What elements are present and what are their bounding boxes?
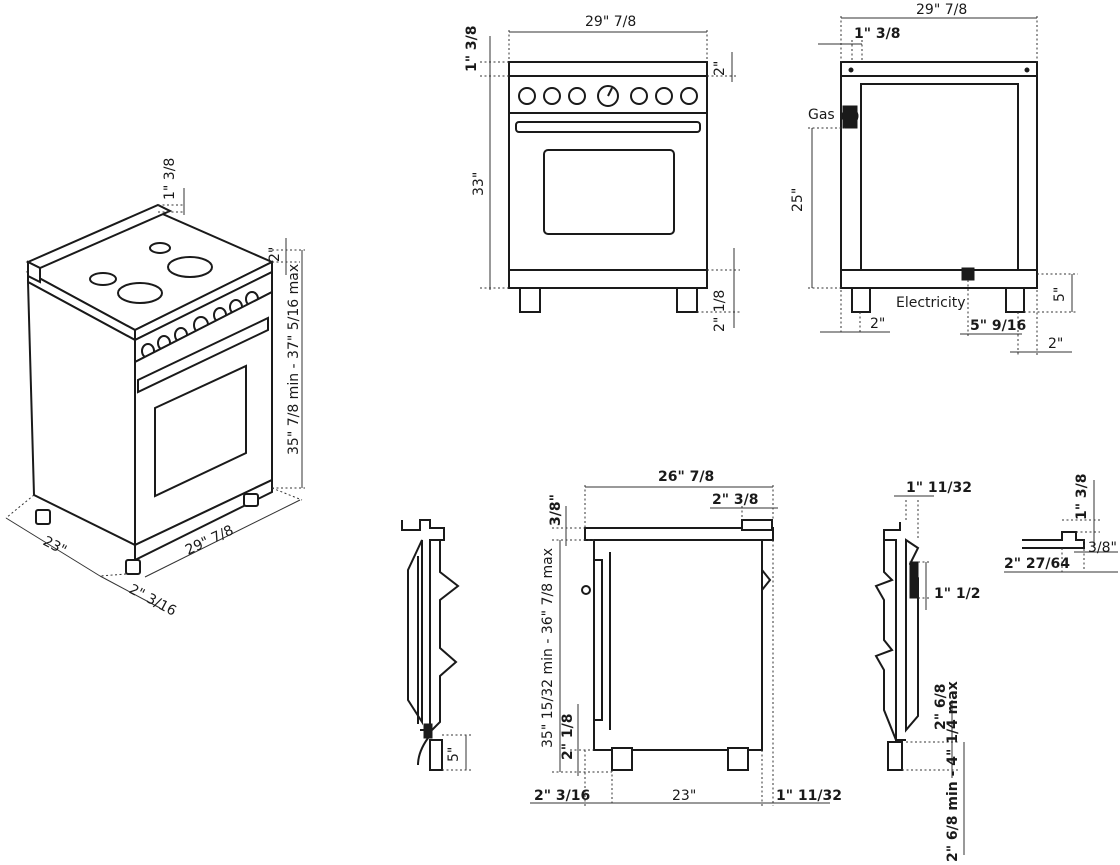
front-width-label: 29" 7/8 — [585, 14, 636, 30]
front-handle — [515, 121, 701, 133]
back-gas-label: Gas — [808, 107, 835, 123]
left-profile-view: 5" — [401, 519, 472, 771]
front-foot — [676, 287, 698, 313]
iso-top-clearance-label: 1" 3/8 — [162, 158, 178, 200]
back-top-label: 1" 3/8 — [854, 26, 901, 42]
rear-connector-icon — [909, 561, 919, 599]
side-base-depth-label: 23" — [672, 788, 696, 804]
rear-leg-label: 2" 6/8 — [933, 683, 949, 730]
back-width-label: 29" 7/8 — [916, 2, 967, 18]
electric-connector-icon — [961, 267, 975, 281]
back-gas-height-label: 25" — [790, 188, 806, 212]
side-view: 26" 7/8 2" 3/8 3/8" 35" 15/32 min - 36" … — [530, 469, 842, 806]
detail-top-label: 1" 3/8 — [1074, 473, 1090, 520]
back-body — [840, 61, 1038, 289]
iso-burner — [117, 282, 163, 304]
back-elec-height-label: 5" — [1052, 287, 1068, 302]
back-left-offset-label: 2" — [870, 316, 885, 332]
rear-profile-view: 1" 11/32 1" 1/2 2" 6/8 2" 6/8 min - 4" 1… — [874, 480, 981, 862]
iso-foot-label: 2" 3/16 — [126, 581, 179, 619]
isometric-view: 1" 3/8 2" 35" 7/8 min - 37" 5/16 max 23"… — [5, 158, 305, 620]
back-electricity-label: Electricity — [896, 295, 966, 311]
left-elec-height-label: 5" — [446, 747, 462, 762]
rear-leg-range-label: 2" 6/8 min - 4" 1/4 max — [945, 681, 961, 862]
rear-leg — [887, 741, 903, 771]
side-front-label: 2" 3/16 — [534, 788, 590, 804]
detail-depth-label: 2" 27/64 — [1004, 556, 1070, 572]
front-knobs — [518, 85, 698, 107]
front-oven-window — [543, 149, 675, 235]
back-foot — [851, 287, 871, 313]
back-right-offset-label: 2" — [1048, 336, 1063, 352]
side-body — [593, 539, 763, 751]
iso-burner — [149, 242, 171, 254]
iso-height-label: 35" 7/8 min - 37" 5/16 max — [286, 264, 302, 455]
detail-side-label: 3/8" — [1088, 540, 1117, 556]
iso-depth-label: 23" — [40, 533, 69, 559]
front-backguard-label: 2" — [712, 61, 728, 76]
side-height-label: 35" 15/32 min - 36" 7/8 max — [540, 548, 556, 748]
iso-burner — [89, 272, 117, 286]
side-foot — [727, 747, 749, 771]
iso-oven-window — [154, 364, 247, 498]
front-foot-label: 2" 1/8 — [712, 290, 728, 332]
side-foot — [611, 747, 633, 771]
back-foot — [1005, 287, 1025, 313]
side-foot-label: 2" 1/8 — [560, 713, 576, 760]
backguard-detail-view: 1" 3/8 3/8" 2" 27/64 — [1004, 473, 1118, 575]
front-view: 29" 7/8 1" 3/8 2" 33" 2" 1/8 — [464, 14, 740, 332]
side-depth-label: 26" 7/8 — [658, 469, 714, 485]
front-height-label: 33" — [471, 172, 487, 196]
iso-backguard-label: 2" — [267, 247, 283, 262]
side-backguard-depth-label: 2" 3/8 — [712, 492, 759, 508]
rear-gap-label: 1" 1/2 — [934, 586, 981, 602]
side-rear-label: 1" 11/32 — [776, 788, 842, 804]
back-elec-offset-label: 5" 9/16 — [970, 318, 1026, 334]
iso-burner — [167, 256, 213, 278]
front-top-label: 1" 3/8 — [464, 25, 480, 72]
front-foot — [519, 287, 541, 313]
iso-handle — [137, 316, 269, 394]
gas-connector-icon — [841, 105, 859, 129]
back-view: 29" 7/8 1" 3/8 Gas 25" Electricity 2" 5"… — [790, 2, 1078, 356]
rear-top-label: 1" 11/32 — [906, 480, 972, 496]
side-top-label: 3/8" — [548, 494, 564, 526]
